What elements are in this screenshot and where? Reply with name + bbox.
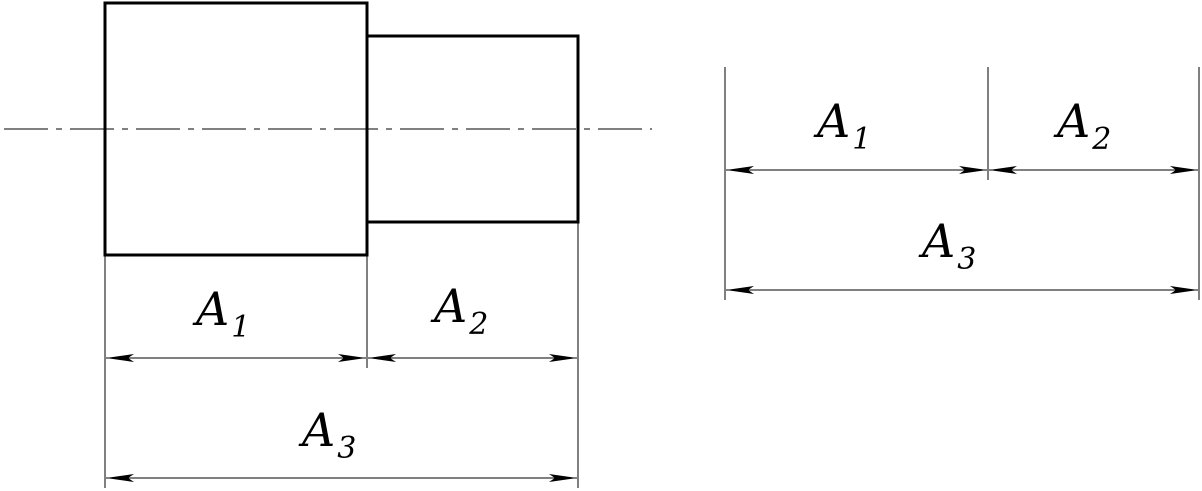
label-a2: A2 [434,279,489,342]
chain-label-a3: A3 [922,214,977,277]
chain-label-a2: A2 [1057,94,1112,157]
small-cylinder [365,34,580,224]
label-a3: A3 [302,403,357,466]
label-a1: A1 [196,282,251,345]
chain-label-a1: A1 [817,94,872,157]
